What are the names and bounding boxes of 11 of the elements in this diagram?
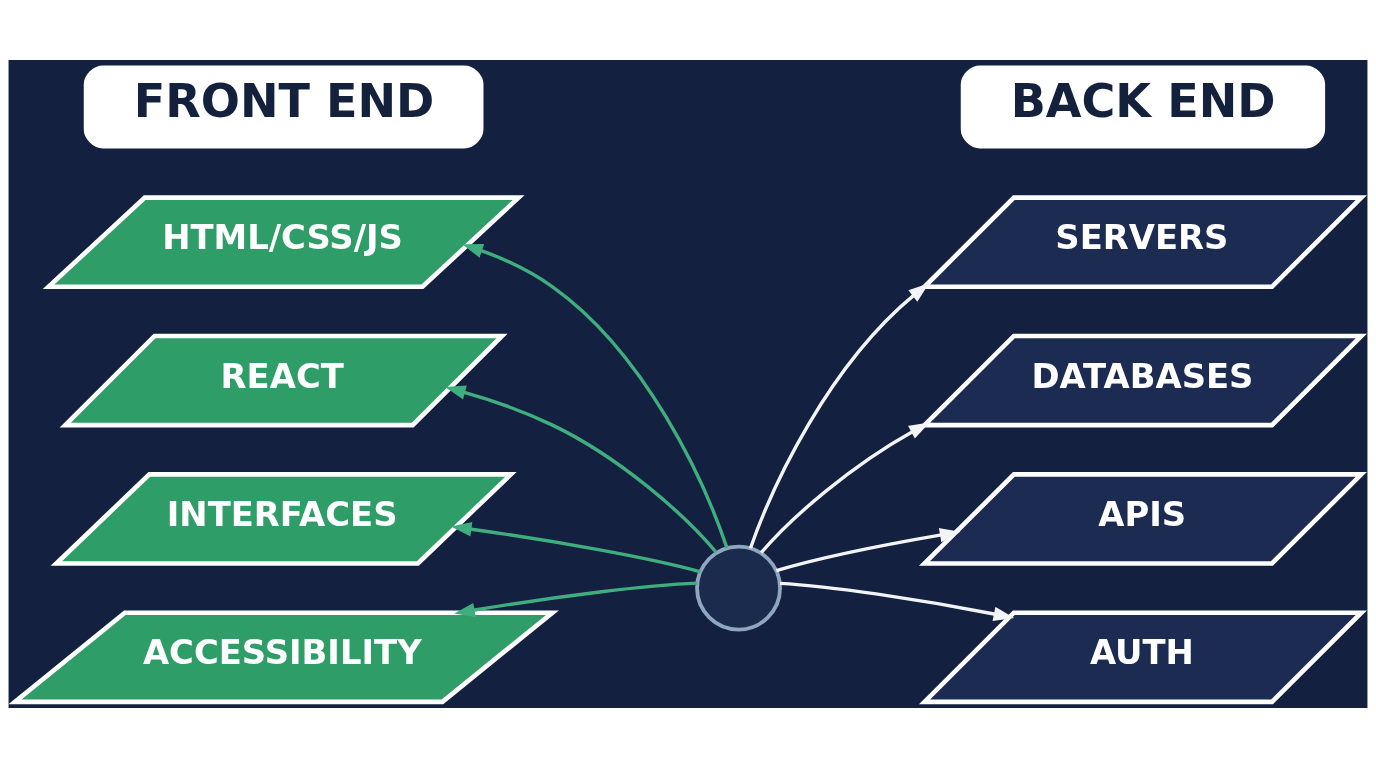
arrow [445,385,718,554]
arrow [450,522,701,574]
arrow [759,422,930,554]
arrow [454,581,698,618]
arrow [748,283,930,549]
node-box: FRONT END [83,65,484,149]
node-box: BACK END [960,65,1326,149]
node-circle [695,544,782,632]
arrow [462,243,729,549]
arrow [775,528,961,573]
arrow [779,581,1015,622]
